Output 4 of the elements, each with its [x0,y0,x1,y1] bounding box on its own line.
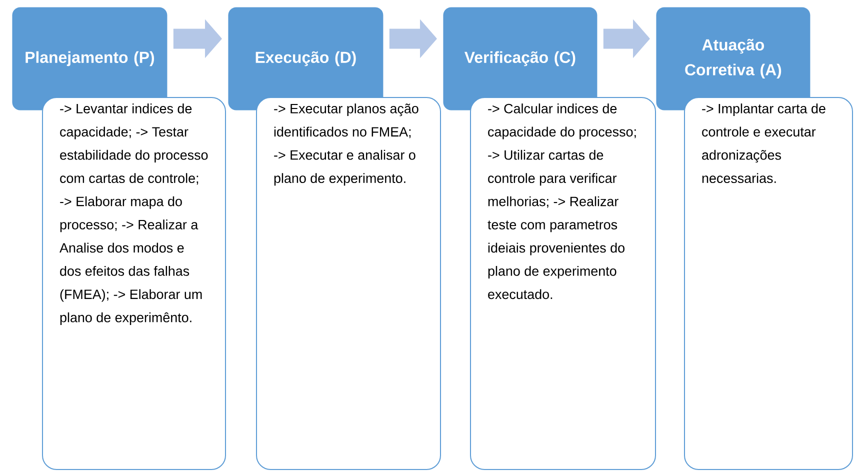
task-card: -> Calcular indices de capacidade do processo; -> Utilizar cartas de controle para verificar melhorias; -> Realizar teste com parametros ideiais provenientes do plano de experimento executado. [470,97,656,470]
task-card: -> Levantar indices de capacidade; -> Testar estabilidade do processo com cartas de controle; -> Elaborar mapa do processo; -> Realizar a Analise dos modos e dos efeitos das falhas (FMEA); -> Elaborar um plano de experimênto. [42,97,226,470]
task-card: -> Executar planos ação identificados no FMEA; -> Executar e analisar o plano de experimento. [256,97,441,470]
task-card: -> Implantar carta de controle e executar adronizações necessarias. [684,97,853,470]
